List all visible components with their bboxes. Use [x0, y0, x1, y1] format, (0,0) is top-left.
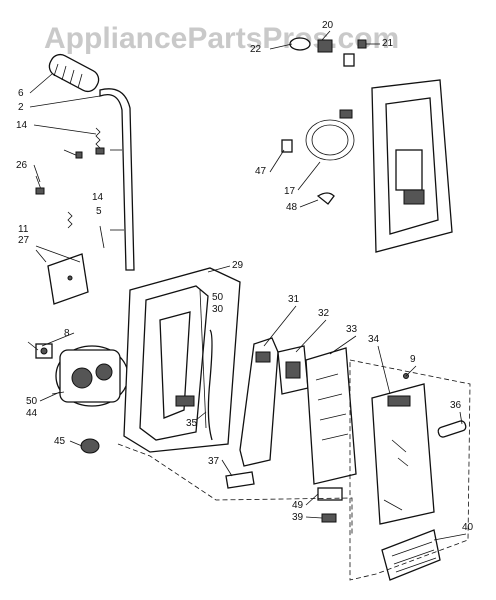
callout-labels: 6214261451127850444520222147174829503031…	[16, 20, 474, 533]
callout-40: 40	[462, 522, 474, 533]
dust-bag	[305, 347, 357, 485]
callout-50: 50	[212, 292, 224, 303]
callout-33: 33	[346, 324, 358, 335]
callout-35: 35	[186, 418, 198, 429]
callout-50: 50	[26, 396, 38, 407]
belt-hose	[207, 329, 213, 441]
callout-14: 14	[16, 120, 28, 131]
rear-housing	[371, 79, 453, 253]
boundary-lower	[117, 443, 353, 536]
callout-39: 39	[292, 512, 304, 523]
callout-11: 11	[18, 224, 29, 235]
callout-36: 36	[450, 400, 462, 411]
filter-frame	[277, 345, 309, 395]
callout-47: 47	[255, 166, 267, 177]
callout-20: 20	[322, 20, 334, 31]
bottom-grille	[381, 529, 441, 581]
cover-plate	[47, 253, 89, 305]
callout-2: 2	[18, 102, 24, 113]
callout-21: 21	[382, 38, 394, 49]
handle-tube	[99, 88, 135, 271]
latch	[437, 420, 467, 438]
callout-31: 31	[288, 294, 300, 305]
watermark: AppliancePartsPros.com	[44, 22, 399, 55]
switch-parts	[289, 37, 367, 67]
callout-8: 8	[64, 328, 70, 339]
callout-6: 6	[18, 88, 24, 99]
callout-34: 34	[368, 334, 380, 345]
callout-9: 9	[410, 354, 416, 365]
cord-clip-48	[316, 192, 335, 205]
callout-17: 17	[284, 186, 296, 197]
handle-grip	[48, 53, 100, 93]
wheel	[80, 438, 100, 454]
callout-26: 26	[16, 160, 28, 171]
nozzle-column	[239, 337, 279, 467]
callout-44: 44	[26, 408, 38, 419]
callout-30: 30	[212, 304, 224, 315]
callout-32: 32	[318, 308, 330, 319]
part-39	[321, 513, 337, 523]
cord-part-47	[281, 139, 293, 153]
callout-37: 37	[208, 456, 220, 467]
hardware-left	[35, 127, 105, 263]
callout-14: 14	[92, 192, 104, 203]
callout-5: 5	[96, 206, 102, 217]
leader-lines	[29, 30, 467, 541]
power-cord	[305, 109, 355, 161]
callout-49: 49	[292, 500, 304, 511]
small-plate-37	[225, 471, 255, 489]
callout-22: 22	[250, 44, 262, 55]
callout-48: 48	[286, 202, 298, 213]
callout-27: 27	[18, 235, 30, 246]
callout-45: 45	[54, 436, 66, 447]
front-cover	[371, 373, 435, 525]
callout-29: 29	[232, 260, 244, 271]
motor-assembly	[27, 341, 129, 407]
